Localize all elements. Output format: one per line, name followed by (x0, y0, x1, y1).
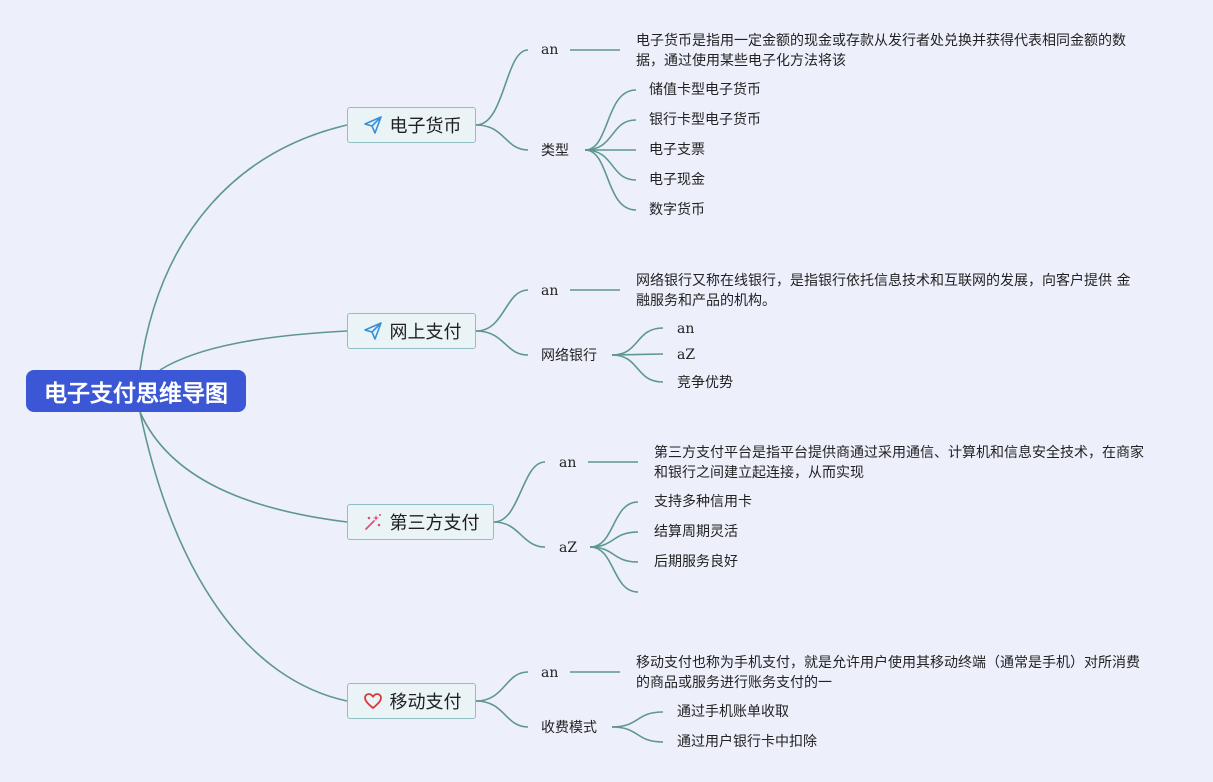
connector-b1-item1 (584, 89, 637, 151)
topic-description: 网络银行又称在线银行，是指银行依托信息技术和互联网的发展，向客户提供 金融服务和… (636, 273, 1131, 309)
connector-b1-item5 (584, 149, 637, 211)
topic-label: 类型 (541, 143, 569, 159)
connector-root-b2 (159, 330, 348, 371)
topic-label: an (541, 42, 559, 58)
branch-electronic-money[interactable]: 电子货币 (347, 107, 476, 143)
connector-b4-item1 (611, 711, 664, 728)
connector-b2-an (475, 289, 529, 332)
leaf-item: 支持多种信用卡 (654, 494, 752, 510)
branch-title: 移动支付 (389, 692, 462, 713)
leaf-item: an (677, 321, 695, 337)
connector-root-b1 (139, 124, 348, 371)
branch-online-payment[interactable]: 网上支付 (347, 313, 476, 349)
branch-title: 第三方支付 (389, 513, 480, 534)
connector-b3-an (493, 461, 546, 523)
leaf-item: 银行卡型电子货币 (649, 112, 761, 128)
connector-b4-fee (475, 700, 529, 728)
connector-b4-item2 (611, 726, 664, 743)
topic-label: 收费模式 (541, 720, 597, 736)
branch-title: 电子货币 (389, 116, 462, 137)
paper-plane-icon (362, 114, 384, 136)
topic-label: an (541, 283, 559, 299)
leaf-item: 竞争优势 (677, 375, 733, 391)
root-title: 电子支付思维导图 (44, 381, 228, 407)
leaf-item: 通过用户银行卡中扣除 (677, 734, 817, 750)
topic-description: 电子货币是指用一定金额的现金或存款从发行者处兑换并获得代表相同金额的数据，通过使… (636, 33, 1126, 69)
branch-third-party-payment[interactable]: 第三方支付 (347, 504, 494, 540)
topic-label: an (541, 665, 559, 681)
topic-label: an (559, 455, 577, 471)
connector-b3-item4 (589, 546, 639, 593)
connector-b2-bank (475, 330, 529, 356)
leaf-item: 电子现金 (649, 172, 705, 188)
connector-b2-item1 (611, 327, 664, 356)
branch-title: 网上支付 (389, 322, 462, 343)
leaf-item: 电子支票 (649, 142, 705, 158)
branch-mobile-payment[interactable]: 移动支付 (347, 683, 476, 719)
leaf-item: 后期服务良好 (654, 554, 738, 570)
leaf-item: 结算周期灵活 (654, 524, 738, 540)
connector-b2-item3 (611, 354, 664, 383)
connector-b2-item2 (611, 353, 664, 356)
topic-label: 网络银行 (541, 348, 597, 364)
connector-b1-an (475, 49, 529, 126)
leaf-item: 数字货币 (649, 202, 705, 218)
connector-b1-type (475, 124, 529, 151)
connector-b3-az (493, 521, 546, 548)
connector-b3-item1 (589, 501, 639, 548)
leaf-item: 储值卡型电子货币 (649, 82, 761, 98)
topic-description: 第三方支付平台是指平台提供商通过采用通信、计算机和信息安全技术，在商家和银行之间… (654, 445, 1144, 481)
connector-root-b3 (139, 411, 348, 523)
connector-b1-item2 (584, 119, 637, 151)
leaf-item: 通过手机账单收取 (677, 704, 789, 720)
topic-label: aZ (559, 540, 578, 556)
topic-description: 移动支付也称为手机支付，就是允许用户使用其移动终端（通常是手机）对所消费的商品或… (636, 655, 1140, 691)
sparkle-wand-icon (362, 511, 384, 533)
connector-b4-an (475, 671, 529, 702)
root-node[interactable]: 电子支付思维导图 (26, 370, 246, 412)
heart-icon (362, 690, 384, 712)
connector-root-b4 (139, 411, 348, 702)
paper-plane-icon (362, 320, 384, 342)
leaf-item: aZ (677, 347, 696, 363)
connector-b1-item4 (584, 149, 637, 181)
